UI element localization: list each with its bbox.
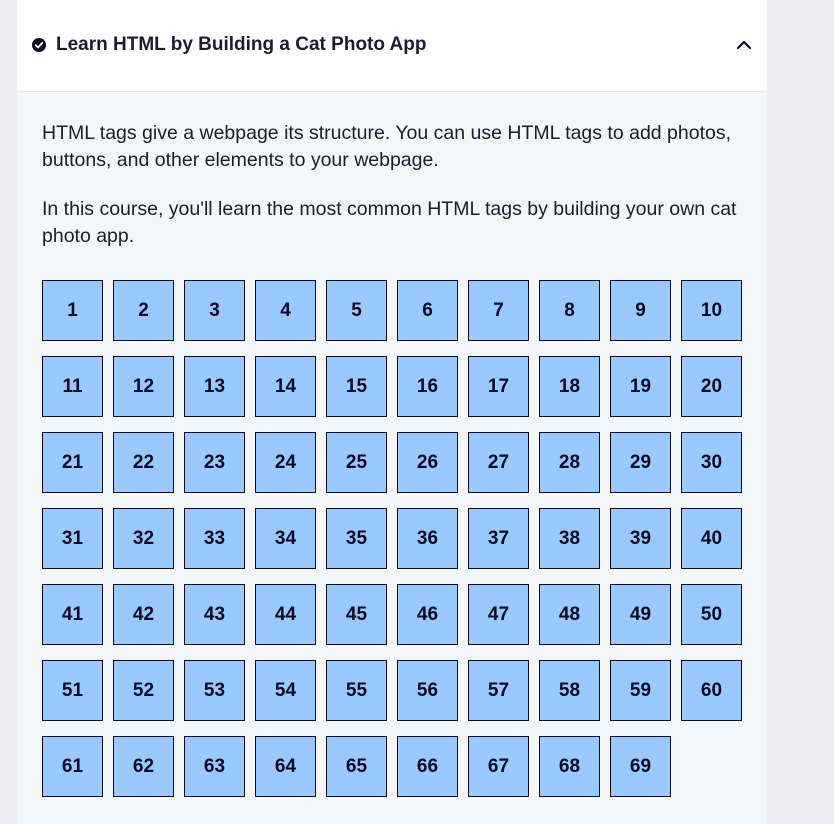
- step-button[interactable]: 23: [184, 432, 245, 493]
- chevron-up-icon[interactable]: [735, 38, 753, 52]
- step-button[interactable]: 63: [184, 736, 245, 797]
- step-button[interactable]: 28: [539, 432, 600, 493]
- step-button[interactable]: 6: [397, 280, 458, 341]
- block-header[interactable]: Learn HTML by Building a Cat Photo App: [17, 0, 767, 92]
- step-button[interactable]: 54: [255, 660, 316, 721]
- step-button[interactable]: 43: [184, 584, 245, 645]
- step-button[interactable]: 10: [681, 280, 742, 341]
- step-button[interactable]: 57: [468, 660, 529, 721]
- block-description-2: In this course, you'll learn the most co…: [42, 198, 737, 247]
- check-circle-icon: [32, 38, 46, 52]
- step-button[interactable]: 53: [184, 660, 245, 721]
- step-button[interactable]: 49: [610, 584, 671, 645]
- step-button[interactable]: 56: [397, 660, 458, 721]
- step-button[interactable]: 12: [113, 356, 174, 417]
- step-button[interactable]: 16: [397, 356, 458, 417]
- step-button[interactable]: 2: [113, 280, 174, 341]
- step-button[interactable]: 48: [539, 584, 600, 645]
- step-button[interactable]: 41: [42, 584, 103, 645]
- step-button[interactable]: 3: [184, 280, 245, 341]
- step-button[interactable]: 9: [610, 280, 671, 341]
- step-button[interactable]: 59: [610, 660, 671, 721]
- step-button[interactable]: 7: [468, 280, 529, 341]
- step-button[interactable]: 22: [113, 432, 174, 493]
- step-button[interactable]: 5: [326, 280, 387, 341]
- step-button[interactable]: 51: [42, 660, 103, 721]
- step-button[interactable]: 58: [539, 660, 600, 721]
- step-button[interactable]: 46: [397, 584, 458, 645]
- step-button[interactable]: 55: [326, 660, 387, 721]
- step-button[interactable]: 21: [42, 432, 103, 493]
- step-button[interactable]: 15: [326, 356, 387, 417]
- step-button[interactable]: 25: [326, 432, 387, 493]
- step-button[interactable]: 13: [184, 356, 245, 417]
- challenge-block: Learn HTML by Building a Cat Photo App H…: [17, 0, 767, 824]
- step-button[interactable]: 26: [397, 432, 458, 493]
- step-button[interactable]: 8: [539, 280, 600, 341]
- step-button[interactable]: 37: [468, 508, 529, 569]
- step-button[interactable]: 64: [255, 736, 316, 797]
- step-button[interactable]: 66: [397, 736, 458, 797]
- step-button[interactable]: 29: [610, 432, 671, 493]
- step-button[interactable]: 36: [397, 508, 458, 569]
- step-button[interactable]: 24: [255, 432, 316, 493]
- step-button[interactable]: 38: [539, 508, 600, 569]
- step-button[interactable]: 67: [468, 736, 529, 797]
- step-button[interactable]: 11: [42, 356, 103, 417]
- step-button[interactable]: 52: [113, 660, 174, 721]
- step-button[interactable]: 47: [468, 584, 529, 645]
- step-button[interactable]: 44: [255, 584, 316, 645]
- step-button[interactable]: 34: [255, 508, 316, 569]
- block-title[interactable]: Learn HTML by Building a Cat Photo App: [56, 34, 427, 55]
- step-button[interactable]: 19: [610, 356, 671, 417]
- block-description-1: HTML tags give a webpage its structure. …: [42, 122, 732, 171]
- step-button[interactable]: 69: [610, 736, 671, 797]
- step-button[interactable]: 20: [681, 356, 742, 417]
- step-button[interactable]: 61: [42, 736, 103, 797]
- step-button[interactable]: 30: [681, 432, 742, 493]
- step-button[interactable]: 31: [42, 508, 103, 569]
- step-button[interactable]: 32: [113, 508, 174, 569]
- step-button[interactable]: 42: [113, 584, 174, 645]
- step-button[interactable]: 4: [255, 280, 316, 341]
- step-button[interactable]: 1: [42, 280, 103, 341]
- step-button[interactable]: 18: [539, 356, 600, 417]
- step-button[interactable]: 68: [539, 736, 600, 797]
- step-button[interactable]: 17: [468, 356, 529, 417]
- step-button[interactable]: 60: [681, 660, 742, 721]
- step-button[interactable]: 50: [681, 584, 742, 645]
- step-button[interactable]: 33: [184, 508, 245, 569]
- step-button[interactable]: 45: [326, 584, 387, 645]
- step-button[interactable]: 14: [255, 356, 316, 417]
- step-button[interactable]: 65: [326, 736, 387, 797]
- step-button[interactable]: 35: [326, 508, 387, 569]
- step-button[interactable]: 27: [468, 432, 529, 493]
- step-button[interactable]: 40: [681, 508, 742, 569]
- step-button[interactable]: 39: [610, 508, 671, 569]
- step-button[interactable]: 62: [113, 736, 174, 797]
